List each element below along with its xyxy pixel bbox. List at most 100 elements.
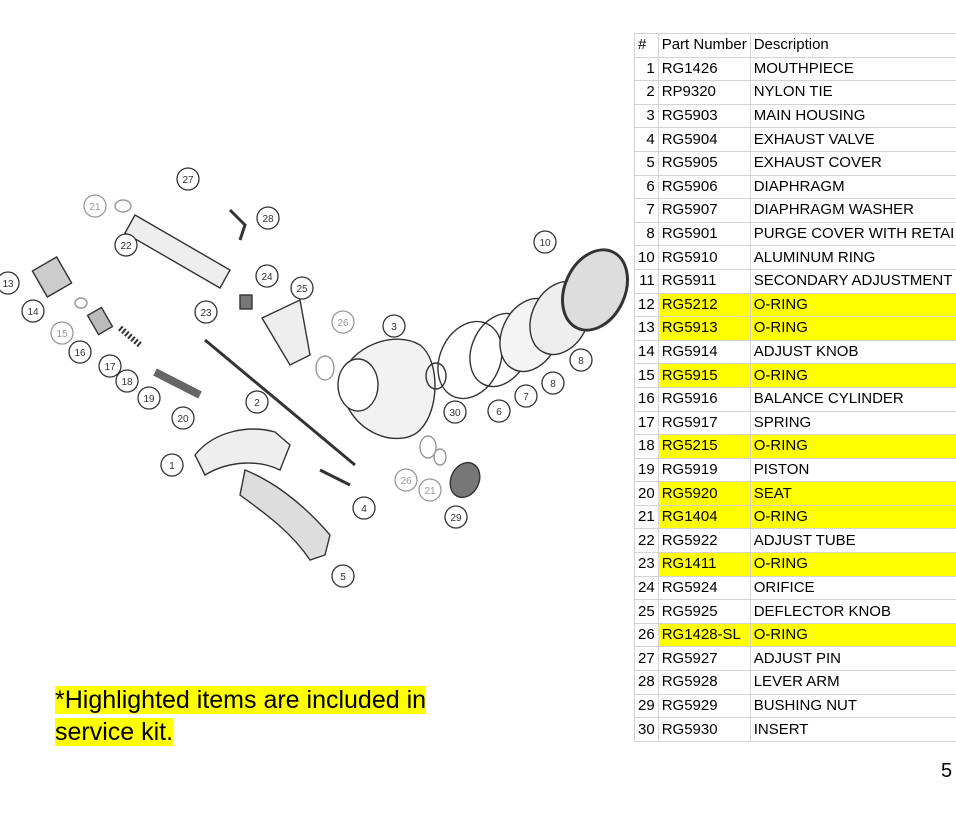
callout-label: 8 <box>550 379 556 390</box>
item-number-cell: 4 <box>634 127 659 152</box>
page-number: 5 <box>941 760 953 782</box>
item-number-cell: 15 <box>634 363 659 388</box>
callout-circle <box>444 505 468 529</box>
part-number-cell: RG5913 <box>657 316 751 341</box>
callout-circle <box>50 321 74 345</box>
callout-17: 17 <box>98 354 122 378</box>
item-number-cell: 23 <box>634 552 659 577</box>
item-number-cell: 30 <box>634 717 659 742</box>
part-number-cell: RG5914 <box>657 339 751 365</box>
callout-6: 6 <box>487 399 511 423</box>
item-number-cell: 17 <box>634 410 659 436</box>
description-cell: SPRING <box>749 410 956 436</box>
part-number-cell: RG5907 <box>657 198 751 223</box>
part-number-cell: RG5920 <box>657 481 751 506</box>
callout-label: 17 <box>104 362 116 373</box>
item-number-cell: 10 <box>634 245 659 270</box>
description-cell: MOUTHPIECE <box>749 56 956 82</box>
callout-14: 14 <box>21 299 45 323</box>
callout-27: 27 <box>176 167 200 191</box>
item-number-cell: 16 <box>634 386 659 412</box>
callout-label: 3 <box>391 322 397 333</box>
description-cell: ADJUST TUBE <box>749 528 956 554</box>
callout-circle <box>160 453 184 477</box>
description-cell: DEFLECTOR KNOB <box>749 599 956 624</box>
part-number-cell: RG5904 <box>657 127 751 152</box>
description-cell: DIAPHRAGM <box>749 174 956 200</box>
item-number-cell: 14 <box>634 339 659 365</box>
item-number-cell: 24 <box>634 575 659 601</box>
part-number-cell: RG5901 <box>657 221 751 247</box>
balance-cylinder-part <box>86 306 114 336</box>
piston-part <box>153 368 202 399</box>
callout-23: 23 <box>194 300 218 324</box>
main-housing-opening <box>337 358 379 412</box>
callout-label: 22 <box>120 241 132 252</box>
description-cell: MAIN HOUSING <box>749 103 956 129</box>
description-cell: ADJUST PIN <box>749 646 956 672</box>
callout-20: 20 <box>171 406 195 430</box>
callout-label: 21 <box>89 202 101 213</box>
callout-circle <box>487 399 511 423</box>
part-number-cell: RG5903 <box>657 103 751 129</box>
callout-circle <box>176 167 200 191</box>
description-cell: PURGE COVER WITH RETAI <box>749 221 956 247</box>
callout-24: 24 <box>255 264 279 288</box>
callout-circle <box>533 230 557 254</box>
description-cell: O-RING <box>749 552 956 577</box>
callout-21: 21 <box>83 194 107 218</box>
callout-1: 1 <box>160 453 184 477</box>
callout-13: 13 <box>0 271 20 295</box>
o-ring-part <box>419 435 437 459</box>
item-number-cell: 3 <box>634 103 659 129</box>
item-number-cell: 6 <box>634 174 659 200</box>
note-line-2: service kit. <box>55 718 174 746</box>
part-number-cell: RG5906 <box>657 174 751 200</box>
callout-label: 1 <box>169 461 175 472</box>
callout-21: 21 <box>418 478 442 502</box>
part-number-cell: RG5905 <box>657 150 751 176</box>
part-number-cell: RG5919 <box>657 457 751 483</box>
callout-label: 19 <box>143 394 155 405</box>
part-number-cell: RG5925 <box>657 599 751 624</box>
callout-10: 10 <box>533 230 557 254</box>
callout-19: 19 <box>137 386 161 410</box>
callout-label: 25 <box>296 284 308 295</box>
item-number-cell: 26 <box>634 622 659 648</box>
callout-circle <box>194 300 218 324</box>
part-number-cell: RG5924 <box>657 575 751 601</box>
callout-label: 26 <box>400 476 412 487</box>
lever-arm-part <box>228 208 247 241</box>
callout-circle <box>394 468 418 492</box>
part-number-cell: RG5917 <box>657 410 751 436</box>
callout-circle <box>255 264 279 288</box>
callout-8: 8 <box>541 371 565 395</box>
o-ring-part <box>433 448 447 466</box>
callout-circle <box>418 478 442 502</box>
callout-label: 13 <box>2 279 14 290</box>
description-cell: ALUMINUM RING <box>749 245 956 270</box>
description-cell: SEAT <box>749 481 956 506</box>
part-number-cell: RG1426 <box>657 56 751 82</box>
insert-part <box>425 362 447 390</box>
callout-label: 26 <box>337 318 349 329</box>
exhaust-cover-part <box>239 469 331 561</box>
item-number-cell: 21 <box>634 504 659 530</box>
service-kit-note: *Highlighted items are included in servi… <box>55 684 427 748</box>
part-number-cell: RG5915 <box>657 363 751 388</box>
header-description: Description <box>749 33 956 58</box>
description-cell: BUSHING NUT <box>749 693 956 719</box>
callout-circle <box>245 390 269 414</box>
callout-label: 30 <box>449 408 461 419</box>
callout-16: 16 <box>68 340 92 364</box>
